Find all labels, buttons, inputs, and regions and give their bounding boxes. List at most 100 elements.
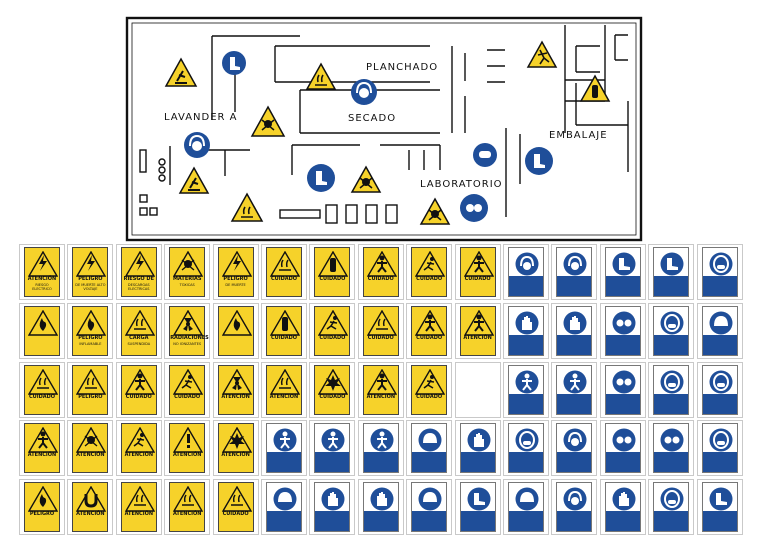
mandatory-sign (653, 482, 690, 533)
sign-cell (454, 361, 501, 418)
mandatory-sign (508, 482, 544, 533)
sign-symbol (221, 368, 252, 395)
gloves-icon (328, 492, 339, 507)
sign-cell (309, 420, 356, 477)
sign-symbol (124, 486, 155, 512)
mandatory-sign (556, 305, 593, 356)
mandatory-sign (508, 247, 544, 297)
flame-icon (88, 317, 95, 331)
sign-cell (19, 302, 65, 359)
flame-icon (233, 317, 240, 331)
sign-symbol (273, 428, 297, 452)
gas-cylinder-icon (330, 258, 337, 272)
sign-symbol (124, 251, 155, 277)
mandatory-sign (508, 305, 544, 356)
sign-symbol (660, 428, 684, 452)
sign-text-band (654, 276, 689, 296)
sign-cell: ATENCIÓN (164, 420, 211, 477)
sign-text-band (702, 511, 737, 532)
hot-surface-icon (241, 206, 253, 218)
hot-surface-icon (279, 259, 291, 271)
mandatory-sign (701, 482, 738, 533)
sign-title: CUIDADO (416, 276, 443, 282)
plan-sign-warning (230, 192, 264, 222)
sign-text-band (267, 511, 301, 532)
sign-symbol (28, 251, 58, 277)
face-mask-icon (664, 490, 681, 509)
hair-net-icon (278, 492, 292, 503)
warning-sign: ATENCIÓN (24, 423, 60, 474)
safety-boots-icon (534, 154, 545, 168)
sign-cell: ATENCIÓN (115, 420, 162, 477)
sign-symbol (415, 368, 446, 395)
mandatory-sign (314, 423, 351, 474)
laser-icon (133, 494, 146, 506)
sign-symbol (273, 487, 297, 511)
sign-symbol (660, 370, 684, 394)
plan-sign-warning (178, 166, 210, 194)
sign-symbol (76, 309, 107, 336)
sign-symbol (515, 370, 539, 394)
mandatory-sign (508, 423, 544, 474)
warning-sign: CUIDADO (217, 482, 254, 533)
sign-cell: ATENCIÓN (67, 479, 114, 536)
mandatory-sign (701, 305, 738, 356)
cutting-icon (279, 377, 291, 389)
sign-cell: ATENCION (261, 361, 307, 418)
radiation-icon (183, 317, 194, 331)
sign-text-band (315, 511, 350, 532)
sign-title: PELIGRO (78, 393, 103, 400)
cold-icon (133, 433, 144, 448)
mandatory-sign (604, 423, 641, 474)
warning-sign: ATENCIÓN (217, 364, 254, 415)
slippery-floor-icon (423, 374, 435, 389)
sign-cell: CUIDADO (309, 244, 356, 300)
sign-cell (696, 361, 743, 418)
workers-icon (425, 314, 436, 332)
sign-cell (599, 302, 646, 359)
coverall-icon (570, 373, 581, 391)
mandatory-sign (508, 364, 544, 415)
sign-cell (648, 479, 695, 536)
gloves-icon (376, 492, 387, 507)
mandatory-sign (411, 423, 448, 474)
face-mask-icon (664, 313, 681, 332)
sign-symbol (173, 309, 204, 336)
warning-sign: CUIDADO (411, 364, 448, 415)
sign-text-band (605, 452, 640, 473)
sign-cell: CUIDADO (454, 244, 501, 300)
sign-cell (648, 244, 695, 300)
sign-cell: ATENCIÓN (115, 479, 162, 536)
sign-cell: ATENCIÓN (212, 361, 259, 418)
sign-title: ATENCION (269, 393, 299, 400)
mandatory-sign (701, 423, 738, 474)
mandatory-sign (604, 305, 641, 356)
sign-text-band (460, 511, 495, 532)
sign-symbol (660, 487, 684, 511)
sign-symbol (28, 368, 58, 395)
sign-subtitle: SUSPENDIDA (127, 341, 151, 346)
hand-wash-icon (473, 433, 484, 448)
sign-text-band (654, 511, 689, 532)
warning-sign: CUIDADO (362, 247, 399, 297)
head-icon (423, 433, 438, 444)
sign-title: ATENCIÓN (172, 452, 202, 459)
room-label-embalaje: EMBALAJE (549, 130, 608, 141)
plan-sign-warning (305, 62, 337, 90)
sign-title: PELIGRO (78, 334, 103, 341)
sign-symbol (370, 428, 394, 452)
sign-text-band (267, 452, 301, 473)
sign-title: ATENCIÓN (172, 511, 202, 518)
sign-symbol (366, 368, 397, 395)
sign-symbol (221, 309, 252, 336)
sign-symbol (221, 486, 252, 512)
sign-cell (599, 244, 646, 300)
apron-icon (376, 431, 387, 450)
sign-text-band (702, 393, 737, 414)
sign-cell: CUIDADO (19, 361, 65, 418)
sign-cell (696, 420, 743, 477)
mandatory-sign (604, 364, 641, 415)
